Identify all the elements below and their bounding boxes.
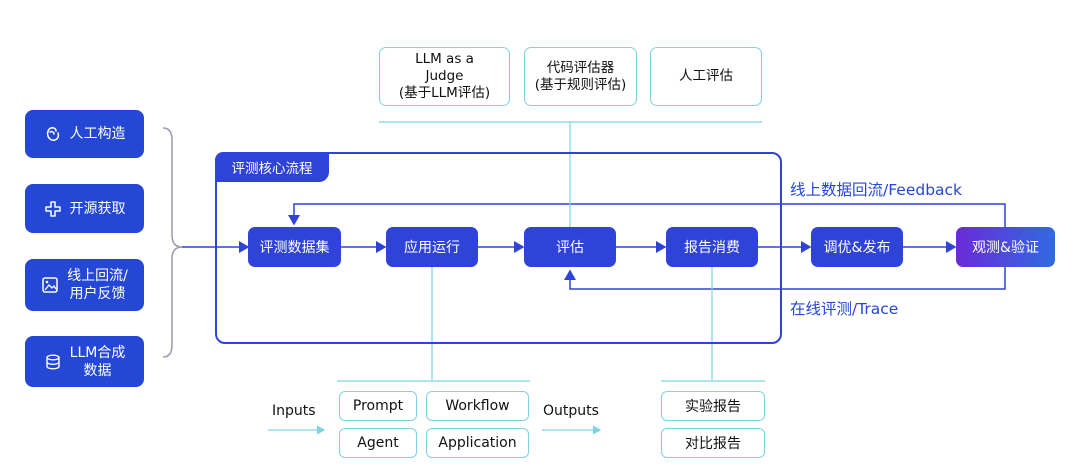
source-label: 人工构造 xyxy=(69,126,126,142)
database-icon xyxy=(44,353,62,371)
evaluator-human[interactable]: 人工评估 xyxy=(650,47,762,106)
open-source-icon xyxy=(44,200,62,218)
feedback-image-icon xyxy=(41,276,59,294)
core-process-frame xyxy=(215,152,782,344)
input-prompt[interactable]: Prompt xyxy=(339,391,417,421)
input-agent[interactable]: Agent xyxy=(339,428,417,458)
feedback-label: 线上数据回流/Feedback xyxy=(790,181,963,199)
source-label: 开源获取 xyxy=(69,200,126,217)
source-brace xyxy=(162,127,183,358)
source-open-source[interactable]: 开源获取 xyxy=(25,184,144,233)
output-comparison-report[interactable]: 对比报告 xyxy=(661,428,765,458)
inputs-label: Inputs xyxy=(272,403,316,419)
source-label: 线上回流/ 用户反馈 xyxy=(67,268,128,302)
node-report-consume[interactable]: 报告消费 xyxy=(666,227,758,267)
node-evaluate[interactable]: 评估 xyxy=(524,227,616,267)
hand-icon xyxy=(44,125,62,143)
trace-label: 在线评测/Trace xyxy=(790,300,899,318)
node-observe-verify[interactable]: 观测&验证 xyxy=(956,227,1055,267)
output-experiment-report[interactable]: 实验报告 xyxy=(661,391,765,421)
outputs-label: Outputs xyxy=(543,403,599,419)
node-app-run[interactable]: 应用运行 xyxy=(386,227,478,267)
node-eval-dataset[interactable]: 评测数据集 xyxy=(248,227,341,267)
source-label: LLM合成 数据 xyxy=(69,344,126,379)
evaluator-code[interactable]: 代码评估器 (基于规则评估) xyxy=(524,47,637,106)
source-manual[interactable]: 人工构造 xyxy=(25,110,144,158)
input-application[interactable]: Application xyxy=(426,428,529,458)
evaluator-llm-judge[interactable]: LLM as a Judge (基于LLM评估) xyxy=(379,47,510,106)
core-process-title: 评测核心流程 xyxy=(215,152,329,182)
node-tune-release[interactable]: 调优&发布 xyxy=(811,227,903,267)
source-llm-synthetic[interactable]: LLM合成 数据 xyxy=(25,336,144,387)
source-online-feedback[interactable]: 线上回流/ 用户反馈 xyxy=(25,259,144,311)
input-workflow[interactable]: Workflow xyxy=(426,391,529,421)
